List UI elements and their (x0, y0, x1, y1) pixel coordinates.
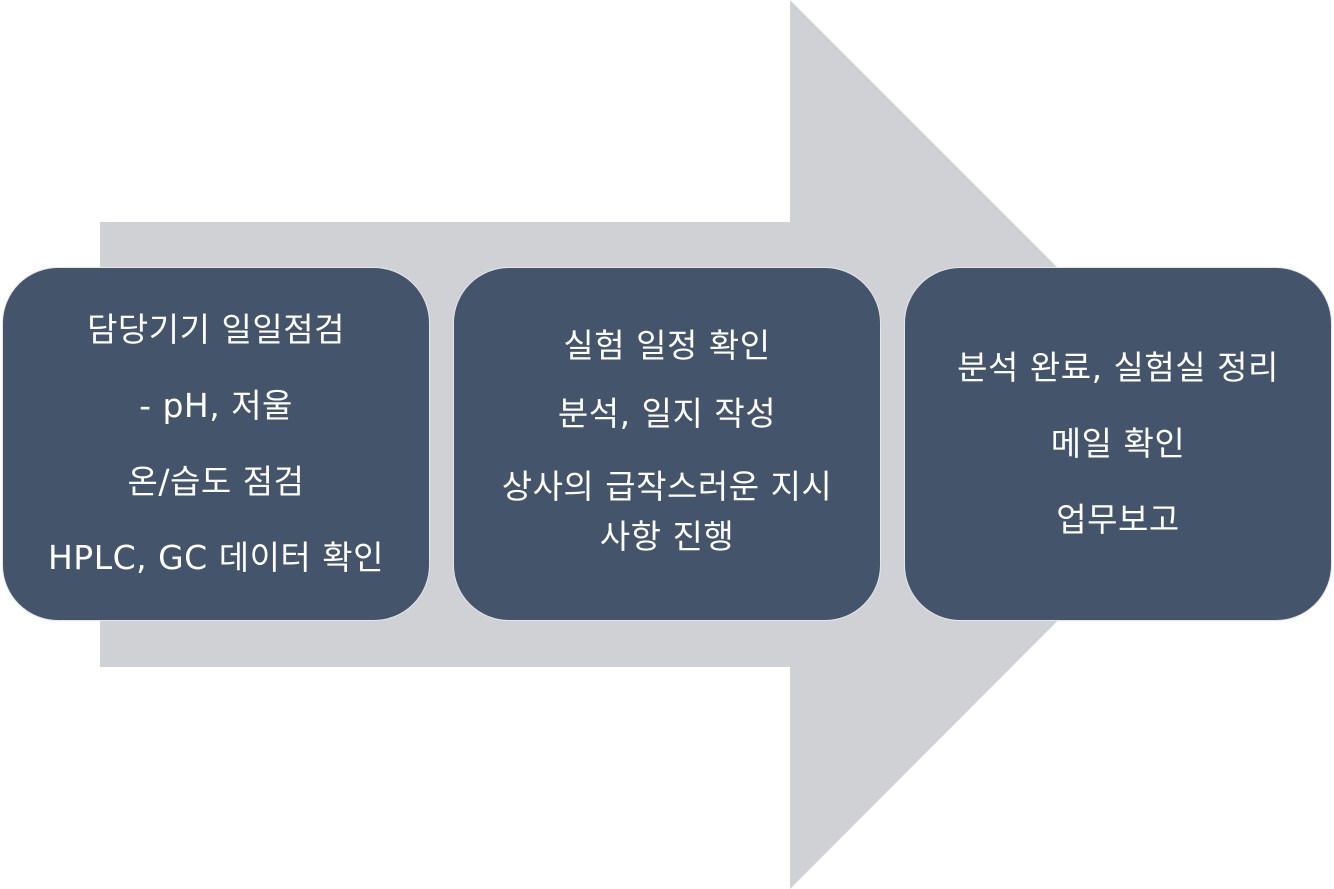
step-1-line-3: 온/습도 점검 (127, 462, 305, 501)
step-1-line-4: HPLC, GC 데이터 확인 (47, 538, 384, 577)
step-box-wrap-up: 분석 완료, 실험실 정리 메일 확인 업무보고 (904, 267, 1332, 621)
step-1-line-1: 담당기기 일일점검 (87, 310, 345, 349)
step-3-line-3: 업무보고 (1056, 500, 1180, 539)
step-2-line-3: 상사의 급작스러운 지시사항 진행 (501, 467, 833, 556)
step-3-line-1: 분석 완료, 실험실 정리 (957, 348, 1279, 387)
step-box-experiment: 실험 일정 확인 분석, 일지 작성 상사의 급작스러운 지시사항 진행 (453, 267, 881, 621)
step-3-line-2: 메일 확인 (1050, 424, 1186, 463)
step-1-line-2: - pH, 저울 (139, 386, 293, 425)
step-2-line-2: 분석, 일지 작성 (557, 394, 777, 433)
step-2-line-1: 실험 일정 확인 (563, 326, 771, 365)
step-box-daily-check: 담당기기 일일점검 - pH, 저울 온/습도 점검 HPLC, GC 데이터 … (2, 267, 430, 621)
